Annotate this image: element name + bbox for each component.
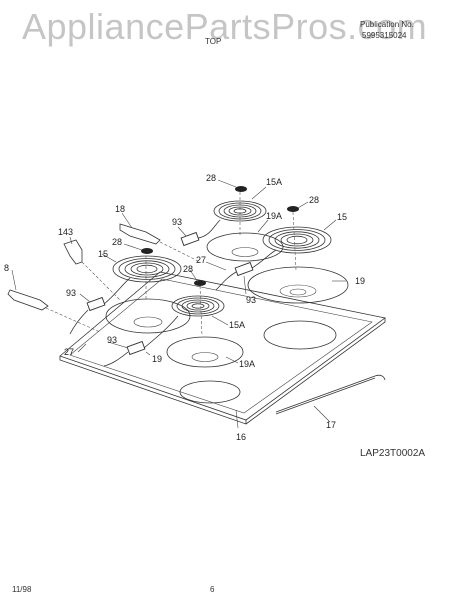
callout-28: 28 xyxy=(183,264,193,274)
drip-bowl-front-left xyxy=(105,298,191,334)
section-title: TOP xyxy=(205,37,222,46)
diagram-code: LAP23T0002A xyxy=(360,448,426,459)
callout-27: 27 xyxy=(196,255,206,265)
callout-28: 28 xyxy=(112,237,122,247)
publication-label: Publication No. xyxy=(360,20,414,29)
watermark-logo: AppliancePartsPros.com xyxy=(22,6,428,47)
callout-28: 28 xyxy=(309,195,319,205)
callout-19a: 19A xyxy=(266,211,282,221)
callout-19: 19 xyxy=(355,276,365,286)
callout-93: 93 xyxy=(246,295,256,305)
coil-element-back-large xyxy=(262,226,332,254)
callout-16: 16 xyxy=(236,432,246,442)
callout-19a: 19A xyxy=(239,359,255,369)
bracket-143 xyxy=(63,239,83,265)
leader-lines xyxy=(11,179,346,429)
coil-element-front-small xyxy=(171,295,225,317)
assembly-lines xyxy=(45,192,297,337)
callout-8: 8 xyxy=(4,263,9,273)
callout-93: 93 xyxy=(172,217,182,227)
callout-27: 27 xyxy=(64,347,74,357)
coil-element-front-large xyxy=(112,255,182,283)
cooktop-panel xyxy=(59,271,386,425)
trim-ring-parts xyxy=(141,186,299,286)
callout-93: 93 xyxy=(66,288,76,298)
terminal-blocks xyxy=(69,219,277,367)
callout-15: 15 xyxy=(98,249,108,259)
bracket-18 xyxy=(119,223,161,245)
callout-labels: 28 15A 28 18 93 19A 15 143 28 15 27 28 1… xyxy=(4,173,365,442)
burner-well-front-right xyxy=(263,320,337,350)
footer-date: 11/98 xyxy=(12,585,32,594)
callout-143: 143 xyxy=(58,227,73,237)
callout-15a: 15A xyxy=(266,177,282,187)
drip-bowl-back-left xyxy=(206,232,284,262)
drip-bowl-front-center xyxy=(166,336,244,368)
page-number: 6 xyxy=(210,585,215,594)
callout-28: 28 xyxy=(206,173,216,183)
callout-17: 17 xyxy=(326,420,336,430)
callout-93: 93 xyxy=(107,335,117,345)
rod-17 xyxy=(275,374,386,415)
burner-well-front xyxy=(179,380,241,404)
callout-15a: 15A xyxy=(229,320,245,330)
callout-15: 15 xyxy=(337,212,347,222)
callout-18: 18 xyxy=(115,204,125,214)
callout-19: 19 xyxy=(152,354,162,364)
drip-bowl-back-right xyxy=(247,266,349,304)
bracket-8 xyxy=(7,289,49,311)
publication-number: 5995315024 xyxy=(362,31,407,40)
